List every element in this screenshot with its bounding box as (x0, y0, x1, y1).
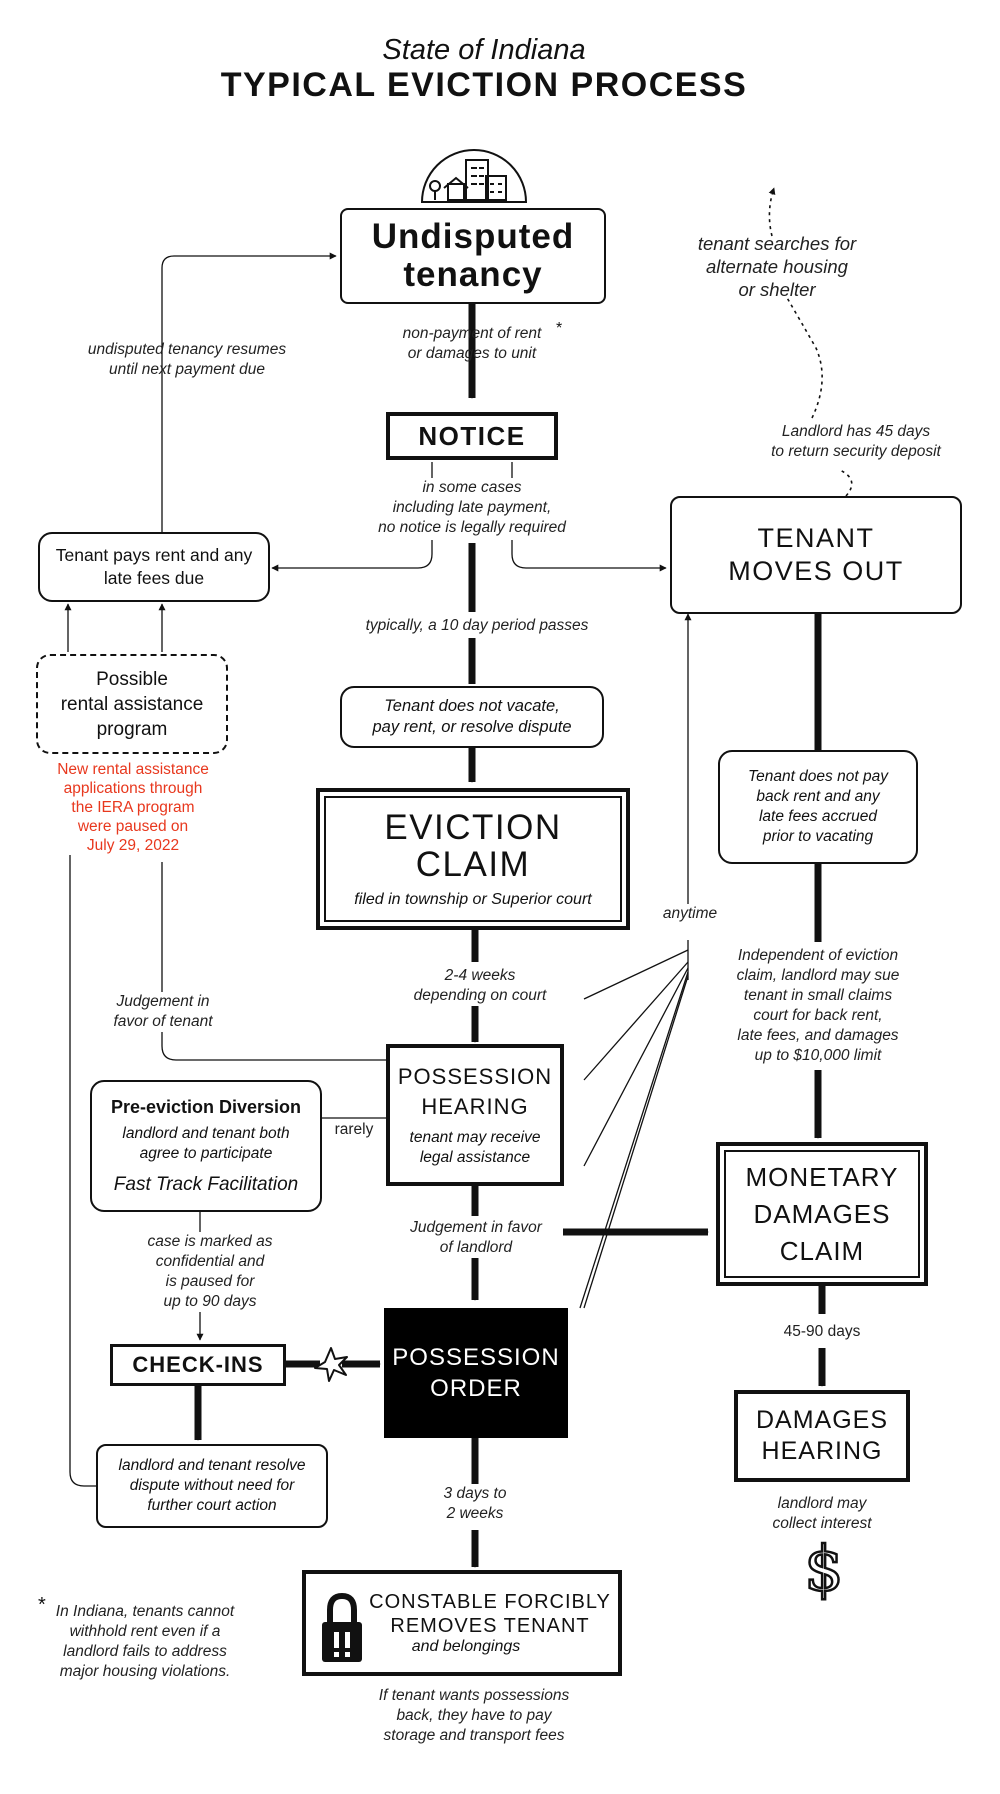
node-damages-hearing-label: DAMAGES HEARING (755, 1406, 889, 1465)
footnote-text: In Indiana, tenants cannot withhold rent… (55, 1603, 235, 1680)
padlock-icon (318, 1592, 366, 1664)
anytime-link-4 (579, 971, 689, 1309)
label-resumes: undisputed tenancy resumes until next pa… (87, 341, 287, 378)
node-damages-hearing: DAMAGES HEARING (734, 1390, 910, 1482)
node-possession-order-label: POSSESSION ORDER (392, 1344, 560, 1402)
node-rental-assistance-label: Possible rental assistance program (60, 668, 204, 740)
node-eviction-claim-title: EVICTION CLAIM (384, 808, 562, 884)
dotted-searches-link (785, 295, 823, 419)
label-confidential: case is marked as confidential and is pa… (120, 1232, 300, 1312)
label-anytime: anytime (650, 904, 730, 924)
label-two-four-weeks: 2-4 weeks depending on court (392, 966, 568, 1006)
node-does-not-pay-back: Tenant does not pay back rent and any la… (718, 750, 918, 864)
label-ten-day: typically, a 10 day period passes (346, 616, 608, 636)
anytime-link-3 (583, 967, 689, 1167)
label-forty-five-ninety: 45-90 days (766, 1322, 878, 1342)
asterisk-mark: * (556, 320, 563, 337)
label-small-claims: Independent of eviction claim, landlord … (712, 946, 924, 1066)
label-searches: tenant searches for alternate housing or… (697, 233, 857, 300)
label-deposit: Landlord has 45 days to return security … (771, 423, 941, 460)
node-possession-hearing: POSSESSION HEARING tenant may receive le… (386, 1044, 564, 1186)
anytime-link-1 (583, 949, 689, 1000)
label-rarely: rarely (326, 1120, 382, 1140)
node-check-ins-label: CHECK-INS (132, 1352, 264, 1377)
dotted-arrow-up (768, 187, 776, 237)
arrow-no-notice-to-moves-out (511, 540, 667, 572)
node-tenant-moves-out-label: TENANT MOVES OUT (728, 523, 904, 586)
anytime-link-5 (583, 975, 689, 1309)
line-favor-tenant (161, 862, 386, 1061)
node-eviction-claim-sub: filed in township or Superior court (354, 891, 592, 908)
node-rental-assistance: Possible rental assistance program (36, 654, 228, 754)
node-resolve-dispute-label: landlord and tenant resolve dispute with… (118, 1457, 306, 1514)
node-possession-hearing-title: POSSESSION HEARING (397, 1064, 553, 1119)
node-check-ins: CHECK-INS (110, 1344, 286, 1386)
page-subtitle: State of Indiana (382, 34, 586, 66)
node-eviction-claim: EVICTION CLAIM filed in township or Supe… (316, 788, 630, 930)
node-pre-eviction-diversion: Pre-eviction Diversion landlord and tena… (90, 1080, 322, 1212)
footnote-star: * (38, 1594, 46, 1616)
buildings-icon (420, 149, 528, 203)
label-three-days: 3 days to 2 weeks (420, 1484, 530, 1524)
label-non-payment: non-payment of rent or damages to unit (402, 325, 542, 362)
label-iera-pause: New rental assistance applications throu… (30, 760, 236, 855)
node-diversion-sub: landlord and tenant both agree to partic… (122, 1124, 290, 1162)
arrow-no-notice-to-pays (271, 540, 433, 572)
node-notice-label: NOTICE (418, 420, 526, 451)
spark-icon (314, 1347, 348, 1382)
node-does-not-vacate-label: Tenant does not vacate, pay rent, or res… (372, 697, 572, 736)
node-monetary-damages-label: MONETARY DAMAGES CLAIM (745, 1161, 899, 1266)
label-storage-fees: If tenant wants possessions back, they h… (378, 1687, 570, 1744)
node-constable: CONSTABLE FORCIBLY REMOVES TENANT and be… (302, 1570, 622, 1676)
node-possession-hearing-sub: tenant may receive legal assistance (409, 1129, 541, 1166)
node-resolve-dispute: landlord and tenant resolve dispute with… (96, 1444, 328, 1528)
node-tenant-pays: Tenant pays rent and any late fees due (38, 532, 270, 602)
node-does-not-pay-back-label: Tenant does not pay back rent and any la… (748, 768, 888, 845)
page-title: TYPICAL EVICTION PROCESS (220, 66, 748, 104)
label-favor-landlord: Judgement in favor of landlord (394, 1218, 558, 1258)
anytime-link-2 (583, 961, 689, 1081)
node-undisputed-label: Undisputed tenancy (371, 217, 575, 294)
node-tenant-pays-label: Tenant pays rent and any late fees due (55, 545, 253, 588)
node-notice: NOTICE (386, 412, 558, 460)
label-no-notice: in some cases including late payment, no… (378, 479, 566, 536)
node-constable-sub: and belongings (411, 1638, 521, 1655)
node-monetary-damages-claim: MONETARY DAMAGES CLAIM (716, 1142, 928, 1286)
node-undisputed-tenancy: Undisputed tenancy (340, 208, 606, 304)
node-diversion-program: Fast Track Facilitation (113, 1173, 299, 1195)
node-tenant-moves-out: TENANT MOVES OUT (670, 496, 962, 614)
arrow-resumes-to-undisputed (161, 252, 337, 532)
label-collect-interest: landlord may collect interest (772, 1495, 872, 1532)
node-does-not-vacate: Tenant does not vacate, pay rent, or res… (340, 686, 604, 748)
node-diversion-title: Pre-eviction Diversion (110, 1096, 302, 1117)
line-resolve-to-iera (69, 848, 96, 1487)
label-favor-tenant: Judgement in favor of tenant (90, 992, 236, 1032)
node-constable-title: CONSTABLE FORCIBLY REMOVES TENANT (369, 1591, 611, 1637)
dollar-icon: $ (803, 1532, 845, 1605)
dotted-deposit-link (839, 469, 853, 497)
node-possession-order: POSSESSION ORDER (384, 1308, 568, 1438)
